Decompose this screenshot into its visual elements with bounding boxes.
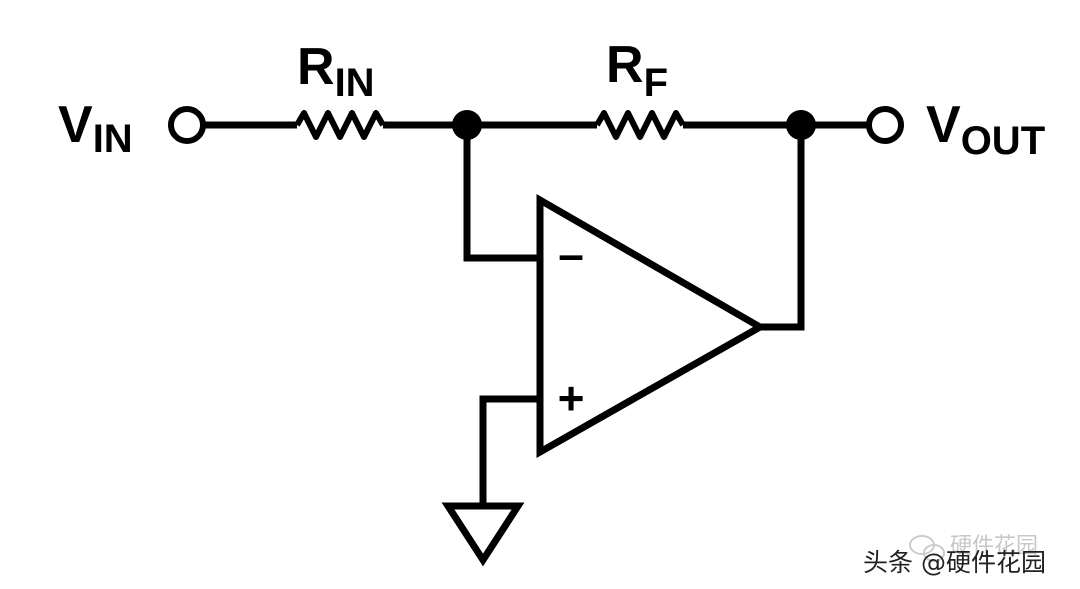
resistor-rin — [294, 110, 386, 140]
watermark-main-text: 头条 @硬件花园 — [863, 548, 1046, 577]
node-output-junction — [786, 110, 816, 140]
watermark-faint-text: 硬件花园 — [950, 534, 1038, 559]
ground-symbol — [441, 502, 525, 567]
label-rin: RIN — [297, 38, 375, 105]
label-vin: VIN — [58, 96, 133, 161]
resistor-rf — [594, 110, 686, 140]
wechat-icon — [909, 535, 945, 562]
watermark: 硬件花园 头条 @硬件花园 — [863, 534, 1046, 577]
wire-noninverting-input — [479, 395, 540, 506]
label-vout: VOUT — [926, 96, 1045, 163]
terminal-vin — [168, 106, 206, 144]
terminal-vout — [866, 106, 904, 144]
inverting-input-sign: – — [558, 228, 584, 280]
wire-inverting-input — [463, 125, 540, 262]
op-amp — [536, 193, 768, 459]
wire-output-feedback — [760, 125, 805, 331]
label-rf: RF — [606, 36, 668, 105]
noninverting-input-sign: + — [558, 372, 585, 424]
node-summing-junction — [452, 110, 482, 140]
